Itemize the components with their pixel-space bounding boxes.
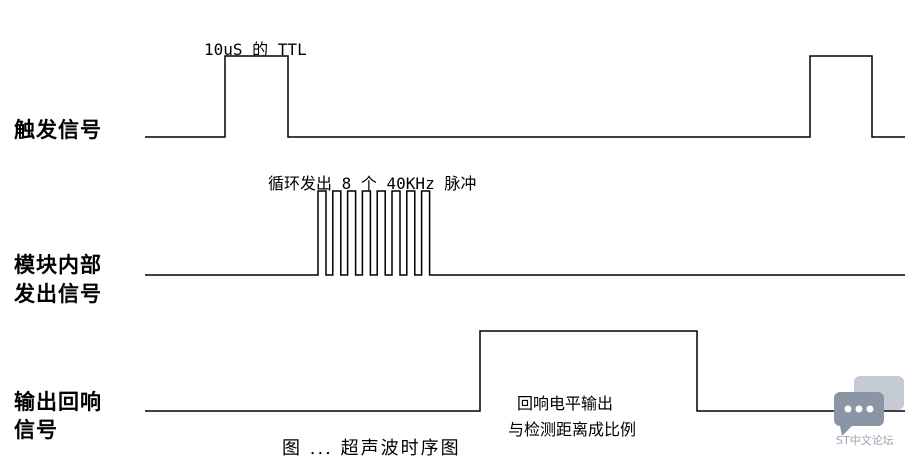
echo-annotation-line1: 回响电平输出: [517, 394, 614, 413]
module-signal-label-line1: 模块内部: [14, 253, 102, 277]
module-burst-waveform: [145, 190, 905, 276]
burst-annotation: 循环发出 8 个 40KHz 脉冲: [268, 174, 477, 193]
ttl-annotation: 10uS 的 TTL: [204, 40, 307, 59]
trigger-signal-waveform: [145, 55, 905, 138]
echo-annotation-line2: 与检测距离成比例: [508, 420, 637, 439]
echo-signal-waveform: [145, 330, 905, 412]
echo-signal-label-line2: 信号: [14, 418, 58, 442]
trigger-signal-label: 触发信号: [14, 118, 102, 142]
echo-signal-label-line1: 输出回响: [14, 390, 102, 414]
chat-bubble-icon: [834, 376, 904, 436]
watermark-text: ST中文论坛: [836, 434, 894, 447]
burst-pulse-train: [145, 190, 905, 276]
figure-caption: 图 ... 超声波时序图: [282, 438, 461, 459]
module-signal-label-line2: 发出信号: [14, 282, 102, 306]
